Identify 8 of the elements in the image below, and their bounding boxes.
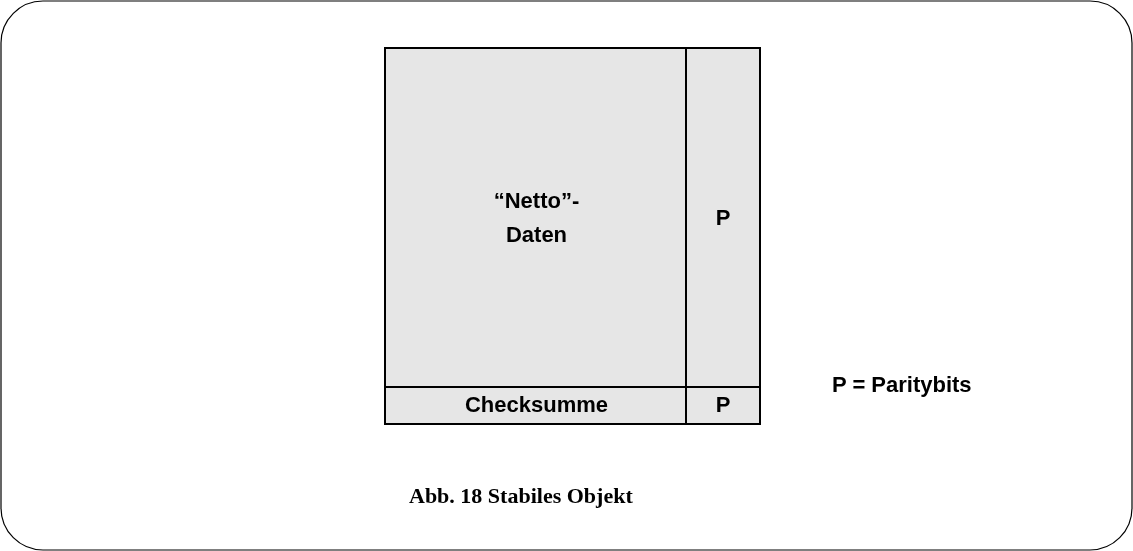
figure-caption: Abb. 18 Stabiles Objekt — [409, 483, 633, 509]
table-cell — [685, 386, 761, 425]
table-cell — [685, 47, 761, 389]
cell-text: P — [715, 391, 731, 420]
cell-text: Checksumme — [464, 391, 609, 420]
legend-note: P = Paritybits — [832, 372, 972, 398]
cell-text: “Netto”- Daten — [492, 186, 581, 249]
cell-text: P — [715, 203, 731, 232]
